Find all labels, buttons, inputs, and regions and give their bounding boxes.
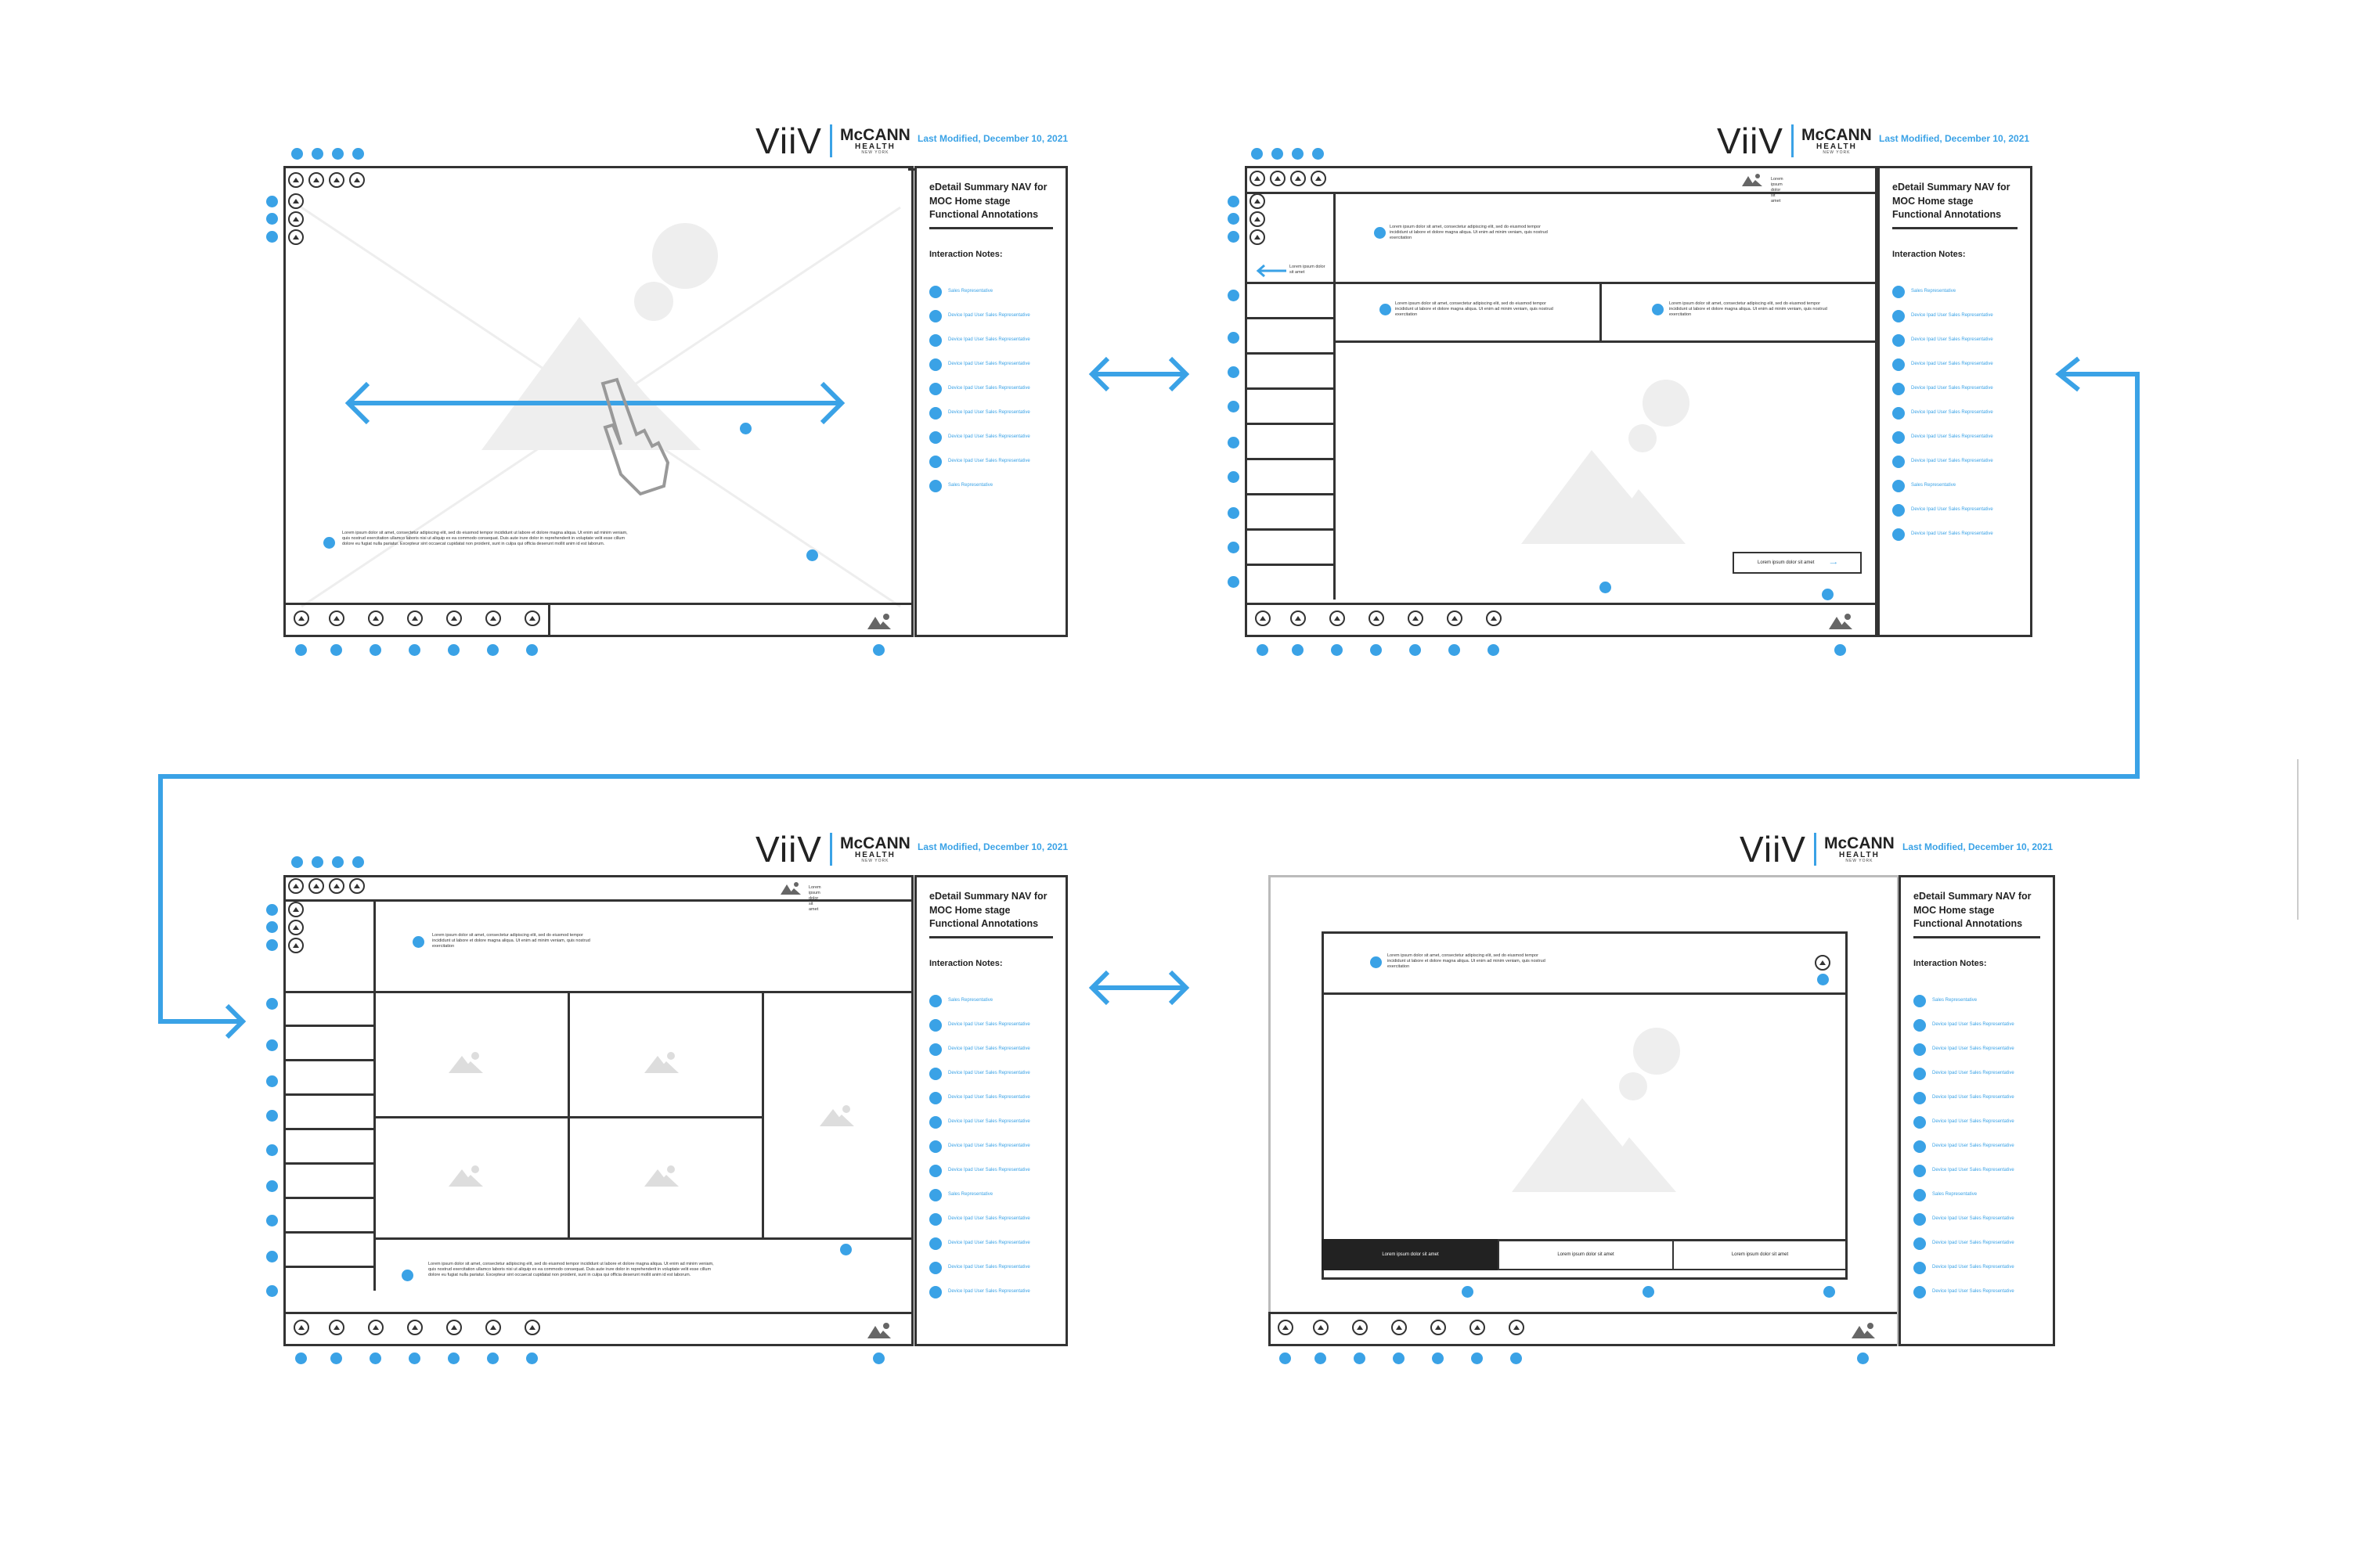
close-icon[interactable]: [1815, 955, 1830, 971]
nav-icon[interactable]: [1250, 171, 1265, 186]
next-button[interactable]: Lorem ipsum dolor sit amet⟶: [1733, 552, 1862, 574]
nav-icon[interactable]: [1278, 1320, 1293, 1335]
nav-icon[interactable]: [1447, 611, 1462, 626]
sidebar-4: eDetail Summary NAV for MOC Home stage F…: [1899, 875, 2055, 1346]
nav-icon[interactable]: [288, 938, 304, 953]
nav-icon[interactable]: [1352, 1320, 1368, 1335]
nav-icon[interactable]: [349, 878, 365, 894]
nav-icon[interactable]: [288, 878, 304, 894]
nav-icon[interactable]: [1290, 171, 1306, 186]
body-text: Lorem ipsum dolor sit amet, consectetur …: [1390, 225, 1548, 240]
nav-icon[interactable]: [1250, 211, 1265, 227]
last-modified: Last Modified, December 10, 2021: [918, 133, 1069, 144]
last-modified: Last Modified, December 10, 2021: [1902, 841, 2054, 852]
nav-icon[interactable]: [485, 1320, 501, 1335]
sidebar-3: eDetail Summary NAV for MOC Home stage F…: [914, 875, 1068, 1346]
note-item: Device Ipad User Sales Representative: [929, 309, 1053, 322]
note-item: Device Ipad User Sales Representative: [929, 358, 1053, 371]
body-text: Lorem ipsum dolor sit amet, consectetur …: [342, 531, 628, 546]
brand-mccann: McCANN: [839, 126, 911, 144]
brand-viiv: ViiV: [755, 121, 822, 161]
note-item: Device Ipad User Sales Representative: [929, 455, 1053, 468]
nav-icon[interactable]: [446, 611, 462, 626]
image-placeholder: [301, 206, 901, 608]
modal: Lorem ipsum dolor sit amet Lorem ipsum d…: [1322, 931, 1848, 1280]
nav-icon[interactable]: [1368, 611, 1384, 626]
nav-icon[interactable]: [1329, 611, 1345, 626]
image-grid: [449, 1052, 854, 1187]
nav-icon[interactable]: [294, 1320, 309, 1335]
nav-icon[interactable]: [1255, 611, 1271, 626]
tab-2[interactable]: Lorem ipsum dolor sit amet: [1498, 1239, 1674, 1270]
nav-icon[interactable]: [525, 1320, 540, 1335]
nav-icon[interactable]: [1430, 1320, 1446, 1335]
sidebar-1: eDetail Summary NAV for MOC Home stage F…: [914, 166, 1068, 637]
nav-icon[interactable]: [329, 611, 344, 626]
nav-icon[interactable]: [407, 1320, 423, 1335]
nav-icon[interactable]: [1469, 1320, 1485, 1335]
back-arrow-icon[interactable]: [1256, 264, 1288, 278]
note-item: Device Ipad User Sales Representative: [929, 406, 1053, 420]
nav-icon[interactable]: [329, 878, 344, 894]
nav-icon[interactable]: [329, 1320, 344, 1335]
screen-3: [283, 875, 914, 1346]
image-placeholder: [1521, 380, 1689, 544]
tab-active[interactable]: Lorem ipsum dolor sit amet: [1322, 1239, 1499, 1270]
screen-2: Lorem ipsum dolor sit amet⟶: [1245, 166, 1877, 637]
back-label: Lorem ipsum dolor sit amet: [1289, 265, 1325, 275]
nav-icon[interactable]: [288, 193, 304, 209]
nav-icon[interactable]: [288, 172, 304, 188]
header-text: Lorem ipsum dolor sit amet: [1771, 177, 1783, 204]
note-item: Device Ipad User Sales Representative: [929, 333, 1053, 347]
nav-icon[interactable]: [1311, 171, 1326, 186]
nav-icon[interactable]: [1250, 229, 1265, 245]
interaction-notes-heading: Interaction Notes:: [929, 249, 1003, 259]
nav-icon[interactable]: [1486, 611, 1502, 626]
nav-icon[interactable]: [1250, 193, 1265, 209]
nav-icon[interactable]: [288, 902, 304, 917]
nav-icon[interactable]: [368, 1320, 384, 1335]
nav-icon[interactable]: [294, 611, 309, 626]
image-icon: [867, 614, 891, 629]
nav-icon[interactable]: [308, 878, 324, 894]
nav-icon[interactable]: [368, 611, 384, 626]
last-modified: Last Modified, December 10, 2021: [918, 841, 1069, 852]
nav-icon[interactable]: [349, 172, 365, 188]
note-item: Device Ipad User Sales Representative: [929, 430, 1053, 444]
nav-icon[interactable]: [288, 229, 304, 245]
nav-icon[interactable]: [308, 172, 324, 188]
note-item: Sales Representative: [929, 479, 1053, 492]
nav-icon[interactable]: [288, 920, 304, 935]
note-item: Sales Representative: [929, 285, 1053, 298]
nav-icon[interactable]: [407, 611, 423, 626]
note-item: Device Ipad User Sales Representative: [929, 382, 1053, 395]
sidebar-title: eDetail Summary NAV for MOC Home stage F…: [929, 181, 1053, 229]
nav-icon[interactable]: [329, 172, 344, 188]
tab-3[interactable]: Lorem ipsum dolor sit amet: [1672, 1239, 1848, 1270]
nav-icon[interactable]: [1509, 1320, 1524, 1335]
nav-icon[interactable]: [288, 211, 304, 227]
nav-icon[interactable]: [1408, 611, 1423, 626]
sidebar-2: eDetail Summary NAV for MOC Home stage F…: [1877, 166, 2032, 637]
nav-icon[interactable]: [1313, 1320, 1329, 1335]
last-modified: Last Modified, December 10, 2021: [1879, 133, 2030, 144]
nav-icon[interactable]: [485, 611, 501, 626]
nav-icon[interactable]: [1290, 611, 1306, 626]
nav-icon[interactable]: [1270, 171, 1286, 186]
nav-icon[interactable]: [1391, 1320, 1407, 1335]
notes-list: Sales Representative Device Ipad User Sa…: [929, 285, 1053, 492]
nav-icon[interactable]: [525, 611, 540, 626]
image-placeholder: [1512, 1028, 1680, 1192]
nav-icon[interactable]: [446, 1320, 462, 1335]
